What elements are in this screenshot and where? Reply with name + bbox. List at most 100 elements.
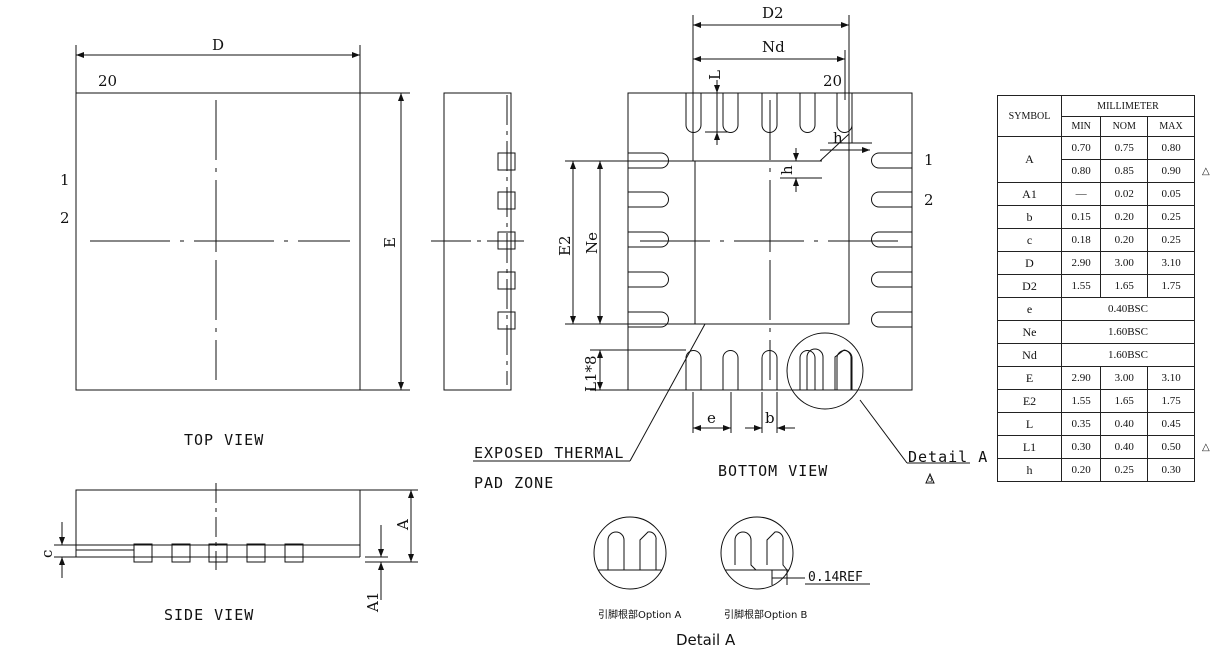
row-min: 0.70 [1060,136,1102,160]
option-b-label: 引脚根部Option B [724,608,808,621]
row-min: 0.18 [1060,228,1102,252]
row-min: 2.90 [1060,366,1102,390]
row-min: 0.15 [1060,205,1102,229]
row-symbol: Nd [997,343,1062,367]
row-min: 1.55 [1060,274,1102,298]
row-max: 1.75 [1147,389,1195,413]
row-nom: 0.75 [1100,136,1149,160]
note-triangle-icon: △ [1202,166,1210,177]
dim-A1-label: A1 [364,592,382,613]
row-min: 0.20 [1060,458,1102,482]
row-symbol: D [997,251,1062,275]
symbol-header: SYMBOL [997,95,1062,137]
row-nom: 3.00 [1100,251,1149,275]
dim-E2-label: E2 [556,236,574,257]
row-nom: 0.02 [1100,182,1149,206]
row-nom: 0.85 [1100,159,1149,183]
row-symbol: A [997,136,1062,183]
table-row: A 0.70 0.75 0.80 [997,136,1195,183]
bottom-view [473,15,970,484]
dim-D2-label: D2 [762,4,784,22]
thermal-callout-line2: PAD ZONE [474,474,554,492]
row-min: 0.35 [1060,412,1102,436]
row-span-value: 1.60BSC [1061,320,1195,344]
dim-D-label: D [212,36,224,54]
top-view-title: TOP VIEW [184,431,264,449]
row-nom: 0.20 [1100,205,1149,229]
row-nom: 0.40 [1100,412,1149,436]
row-symbol: Ne [997,320,1062,344]
row-max: 3.10 [1147,366,1195,390]
dim-b-label: b [765,409,775,427]
dim-e-label: e [707,409,716,427]
row-symbol: L [997,412,1062,436]
row-min: — [1060,182,1102,206]
note-triangle-icon: △ [1202,442,1210,453]
max-header: MAX [1147,116,1195,137]
row-min: 0.30 [1060,435,1102,459]
bottom-view-title: BOTTOM VIEW [718,462,828,480]
dim-h-top-label: h [833,129,843,147]
end-view [431,92,524,391]
row-max: 1.75 [1147,274,1195,298]
row-symbol: A1 [997,182,1062,206]
note-mark-3: 3 [928,476,932,484]
ref-014-label: 0.14REF [808,570,863,585]
row-nom: 3.00 [1100,366,1149,390]
dim-h-left-label: h [778,165,796,175]
row-nom: 1.65 [1100,389,1149,413]
row-symbol: h [997,458,1062,482]
dim-L1x8-label: L1*8 [582,355,600,392]
table-row: 0.80 0.85 0.90 [998,159,1195,183]
dimension-table: SYMBOL MILLIMETER MIN NOM MAX A 0.70 0.7… [997,95,1195,482]
nom-header: NOM [1100,116,1149,137]
row-symbol: e [997,297,1062,321]
row-min: 2.90 [1060,251,1102,275]
row-symbol: c [997,228,1062,252]
row-max: 0.80 [1147,136,1195,160]
dim-Nd-label: Nd [762,38,785,56]
row-nom: 0.40 [1100,435,1149,459]
millimeter-header: MILLIMETER [1061,95,1195,117]
row-max: 0.45 [1147,412,1195,436]
option-a-label: 引脚根部Option A [598,608,682,621]
dim-E-label: E [381,237,399,248]
row-max: 0.25 [1147,205,1195,229]
dim-A-label: A [394,519,412,531]
row-max: 0.90 [1147,159,1195,183]
row-min: 1.55 [1060,389,1102,413]
row-max: 0.05 [1147,182,1195,206]
min-header: MIN [1060,116,1102,137]
row-max: 0.30 [1147,458,1195,482]
row-max: 3.10 [1147,251,1195,275]
dim-c-label: c [38,550,56,558]
row-nom: 0.25 [1100,458,1149,482]
pin-20-label: 20 [98,72,117,90]
dim-L-label: L [706,70,724,80]
row-symbol: E [997,366,1062,390]
detail-a-title: Detail A [676,631,736,649]
bottom-pin-2-label: 2 [924,191,934,209]
top-view [75,45,410,391]
row-nom: 1.65 [1100,274,1149,298]
row-span-value: 0.40BSC [1061,297,1195,321]
row-max: 0.25 [1147,228,1195,252]
detail-a-callout: Detail A [908,448,988,466]
row-span-value: 1.60BSC [1061,343,1195,367]
row-min: 0.80 [1060,159,1102,183]
pin-1-label: 1 [60,171,70,189]
thermal-callout-line1: EXPOSED THERMAL [474,444,624,462]
